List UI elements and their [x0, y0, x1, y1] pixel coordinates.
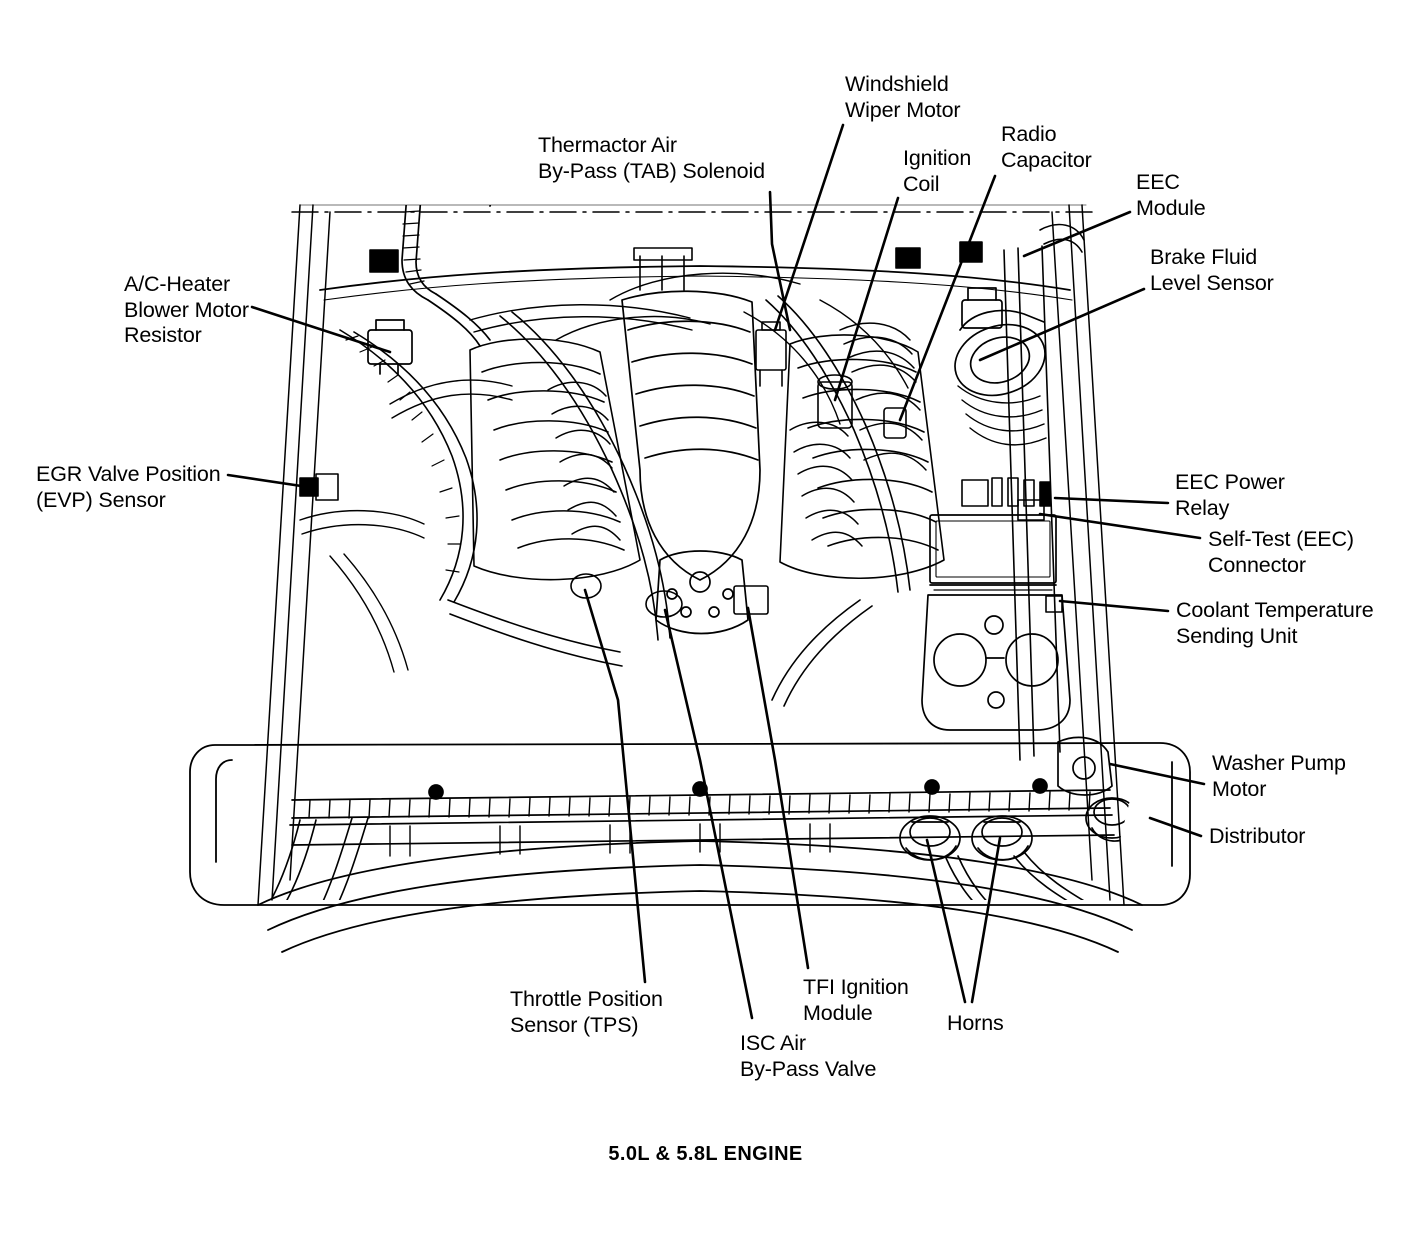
leader-isc-air-bypass-valve — [663, 608, 754, 1020]
leader-horns-left — [925, 838, 967, 1004]
leader-coolant-temperature-sending-unit — [1058, 599, 1170, 613]
vacuum-hose-routing — [299, 272, 909, 673]
right-cylinder-head — [779, 334, 945, 580]
brake-master-cylinder — [954, 287, 1047, 446]
upper-bay-hardware — [369, 223, 1085, 291]
right-lower-hose-runs — [945, 851, 1097, 900]
leader-radio-capacitor — [898, 174, 997, 422]
callout-isc-air-bypass-valve: ISC Air By-Pass Valve — [740, 1031, 877, 1081]
lower-hose-runs — [263, 817, 369, 900]
leader-distributor — [1148, 816, 1203, 838]
leader-brake-fluid-level-sensor — [978, 287, 1146, 362]
leader-ignition-coil — [833, 196, 900, 402]
cowl-struts — [1003, 245, 1061, 761]
callout-distributor: Distributor — [1209, 824, 1306, 848]
callout-leader-lines — [226, 123, 1206, 1020]
leader-eec-power-relay — [1053, 496, 1170, 505]
eec-power-relay-block — [961, 477, 1051, 507]
accessory-detail-cluster — [789, 322, 927, 547]
battery-tray-box — [921, 594, 1071, 731]
cowl-firewall-edge — [291, 204, 1093, 301]
callout-coolant-temperature-sending-unit: Coolant Temperature Sending Unit — [1176, 598, 1374, 648]
callout-ignition-coil: Ignition Coil — [903, 146, 972, 196]
intake-plenum — [621, 290, 761, 635]
washer-pump-motor — [1057, 736, 1113, 796]
eec-module-block — [929, 514, 1057, 591]
leader-self-test-eec-connector — [1038, 512, 1202, 540]
leader-ac-heater-blower-motor-resistor — [250, 305, 392, 354]
callout-self-test-eec-connector: Self-Test (EEC) Connector — [1208, 527, 1354, 577]
wiring-harness-looms — [339, 295, 911, 707]
left-cylinder-head — [469, 338, 641, 581]
callout-egr-valve-position-evp-sensor: EGR Valve Position (EVP) Sensor — [36, 462, 221, 512]
leader-throttle-position-sensor-tps — [583, 588, 647, 984]
leader-egr-valve-position-evp-sensor — [226, 473, 310, 489]
callout-ac-heater-blower-motor-resistor: A/C-Heater Blower Motor Resistor — [124, 272, 249, 347]
leader-tfi-ignition-module — [746, 606, 810, 970]
blower-motor-resistor — [367, 319, 413, 375]
callout-eec-power-relay: EEC Power Relay — [1175, 470, 1285, 520]
horn-assembly-right — [971, 815, 1033, 861]
left-bank-detail-cluster — [547, 381, 621, 541]
misc-components — [299, 321, 1063, 618]
callout-windshield-wiper-motor: Windshield Wiper Motor — [845, 72, 961, 122]
callout-washer-pump-motor: Washer Pump Motor — [1212, 751, 1346, 801]
leader-horns-right — [970, 836, 1002, 1004]
callout-tfi-ignition-module: TFI Ignition Module — [803, 975, 909, 1025]
leader-eec-module — [1022, 210, 1132, 258]
callout-horns: Horns — [947, 1011, 1004, 1035]
callout-radio-capacitor: Radio Capacitor — [1001, 122, 1092, 172]
callout-brake-fluid-level-sensor: Brake Fluid Level Sensor — [1150, 245, 1274, 295]
air-intake-duct — [401, 205, 496, 347]
inner-fender-panels — [257, 204, 1125, 906]
leader-windshield-wiper-motor — [773, 123, 845, 332]
leader-washer-pump-motor — [1108, 762, 1206, 786]
figure-caption: 5.0L & 5.8L ENGINE — [608, 1143, 803, 1165]
callout-thermactor-air-bypass-tab-solenoid: Thermactor Air By-Pass (TAB) Solenoid — [538, 133, 765, 183]
distributor — [1085, 797, 1130, 842]
callout-eec-module: EEC Module — [1136, 170, 1206, 220]
body-shell-outline — [189, 742, 1191, 953]
callout-throttle-position-sensor-tps: Throttle Position Sensor (TPS) — [510, 987, 663, 1037]
